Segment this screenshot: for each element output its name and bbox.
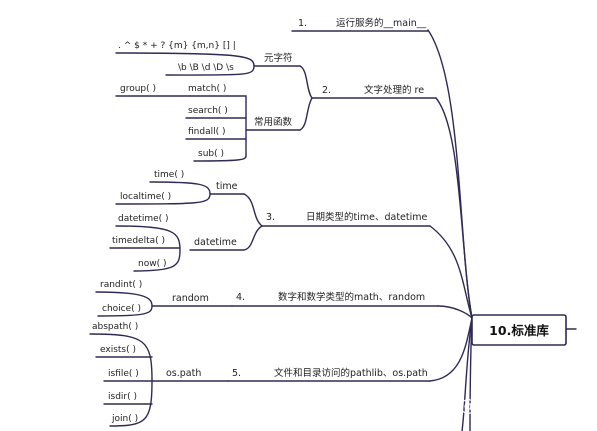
group-time-label: time	[216, 181, 238, 192]
leaf-exists: exists( )	[100, 345, 136, 355]
branch-1-number: 1.	[298, 18, 307, 29]
group-common-funcs-label: 常用函数	[254, 116, 293, 128]
leaf-sub-line	[193, 155, 247, 162]
watermark: 知乎 @编程小王老师	[420, 396, 578, 416]
time-spread	[115, 181, 211, 205]
branch-3-number: 3.	[266, 212, 275, 223]
branch-4-title: 数字和数学类型的math、random	[278, 291, 425, 303]
group-metachar-label: 元字符	[264, 52, 293, 64]
branch-2-title: 文字处理的 re	[364, 84, 424, 96]
leaf-localtime: localtime( )	[120, 192, 171, 202]
branch-1-title: 运行服务的__main__	[336, 17, 426, 29]
leaf-isdir: isdir( )	[108, 392, 137, 402]
leaf-match: match( )	[188, 84, 226, 94]
leaf-search: search( )	[188, 106, 228, 116]
common-funcs-spread	[189, 95, 247, 157]
root-node-box	[471, 314, 567, 346]
leaf-abspath: abspath( )	[92, 322, 138, 332]
datetime-spread	[115, 225, 181, 272]
leaf-metachar-2: \b \B \d \D \s	[178, 63, 234, 73]
metachar-spread	[115, 52, 255, 76]
leaf-findall: findall( )	[188, 127, 226, 137]
leaf-group: group( )	[120, 84, 156, 94]
trunk-curve-5	[429, 317, 473, 382]
group-random-label: random	[172, 293, 209, 304]
branch-4-number: 4.	[236, 292, 245, 303]
branch-3-title: 日期类型的time、datetime	[306, 211, 428, 223]
leaf-datetime: datetime( )	[118, 214, 169, 224]
leaf-metachar-1: . ^ $ * + ? {m} {m,n} [] |	[118, 41, 236, 51]
group-datetime-label: datetime	[194, 237, 237, 248]
leaf-now: now( )	[138, 259, 166, 269]
branch-5-number: 5.	[232, 368, 241, 379]
trunk-curve-4	[437, 305, 473, 319]
group-ospath-label: os.path	[166, 368, 201, 379]
leaf-join: join( )	[111, 414, 138, 424]
leaf-isfile: isfile( )	[108, 369, 139, 379]
b2-connector-lower	[299, 97, 313, 131]
leaf-sub: sub( )	[198, 149, 224, 159]
trunk-curve-3	[429, 225, 473, 319]
leaf-choice: choice( )	[102, 304, 141, 314]
leaf-timedelta: timedelta( )	[112, 236, 165, 246]
b3-connector-upper	[243, 193, 263, 227]
b2-connector-upper	[299, 65, 313, 99]
trunk-curve-tail-a	[461, 317, 473, 431]
root-node-label: 10.标准库	[489, 323, 549, 338]
leaf-time: time( )	[154, 170, 184, 180]
branch-5-title: 文件和目录访问的pathlib、os.path	[274, 367, 428, 379]
leaf-randint: randint( )	[100, 280, 142, 290]
trunk-curve-2	[435, 97, 473, 319]
trunk-curve-1	[427, 29, 473, 319]
b3-connector-lower	[243, 225, 263, 251]
branch-2-number: 2.	[322, 85, 331, 96]
